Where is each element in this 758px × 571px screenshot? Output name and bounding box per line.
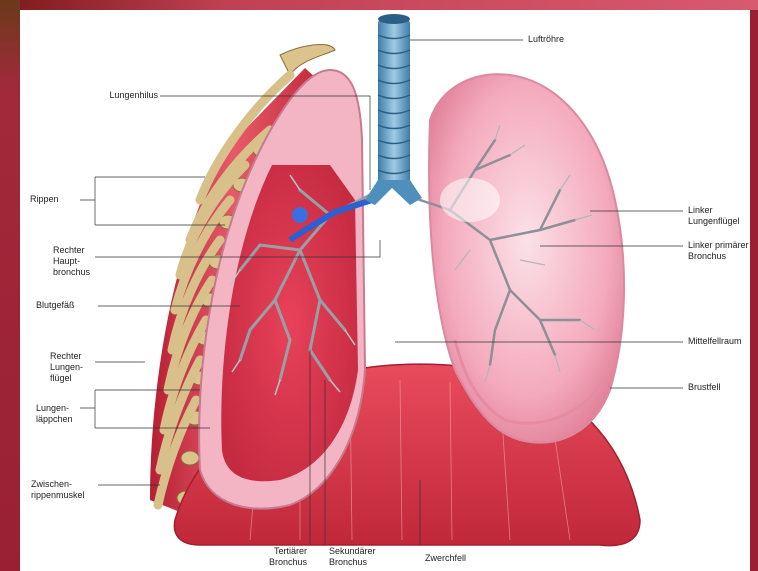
- label-right-lung: Rechter Lungen- flügel: [50, 351, 83, 384]
- label-tertiary-bronchus: Tertiärer Bronchus: [255, 546, 307, 568]
- label-ribs: Rippen: [30, 194, 59, 205]
- trachea-tube: [378, 18, 410, 188]
- label-mediastinum: Mittelfellraum: [688, 336, 742, 347]
- label-trachea: Luftröhre: [528, 34, 564, 45]
- label-left-primary-bronchus: Linker primärer Bronchus: [688, 240, 749, 262]
- label-left-lung: Linker Lungenflügel: [688, 205, 740, 227]
- label-lobules: Lungen- läppchen: [36, 403, 73, 425]
- label-diaphragm: Zwerchfell: [425, 553, 466, 564]
- left-lung-highlight: [440, 178, 500, 222]
- label-blood-vessel: Blutgefäß: [36, 300, 75, 311]
- label-right-main-bronchus: Rechter Haupt- bronchus: [53, 245, 90, 278]
- label-hilus: Lungenhilus: [60, 90, 158, 101]
- label-intercostal: Zwischen- rippenmuskel: [31, 479, 85, 501]
- label-secondary-bronchus: Sekundärer Bronchus: [329, 546, 376, 568]
- label-pleura: Brustfell: [688, 382, 721, 393]
